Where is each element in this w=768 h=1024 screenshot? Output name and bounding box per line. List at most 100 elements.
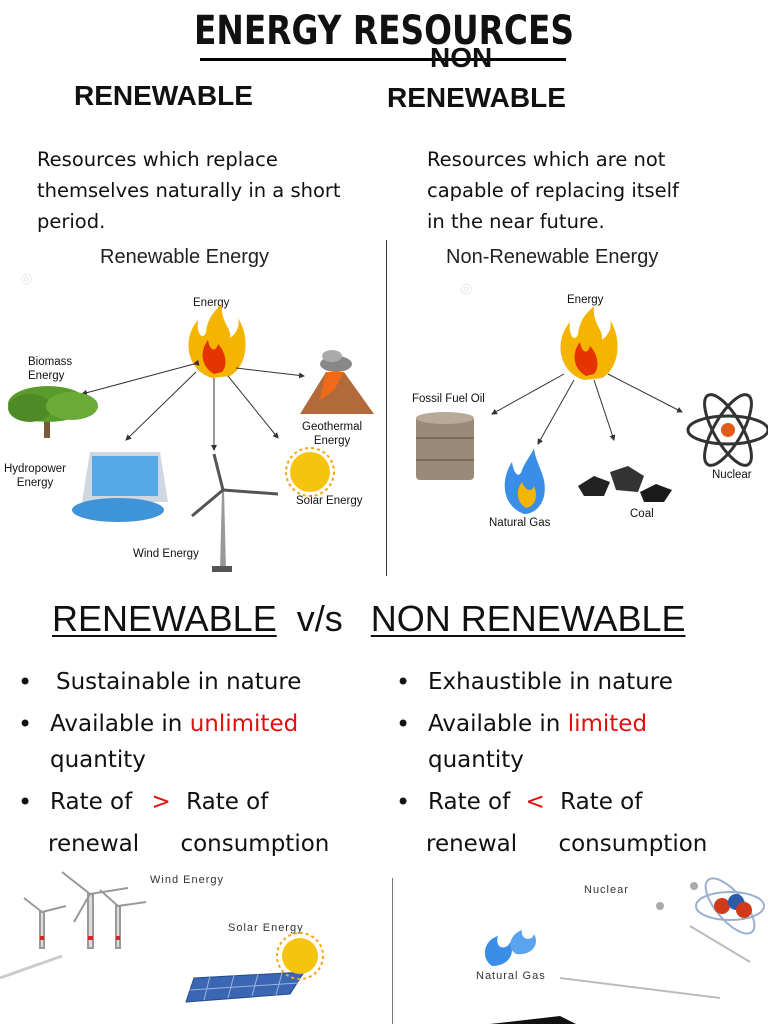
arrow bbox=[607, 373, 683, 413]
bullet-icon: • bbox=[18, 668, 33, 696]
arrow bbox=[491, 373, 565, 415]
label-line: Biomass bbox=[28, 356, 73, 368]
section-divider bbox=[386, 240, 387, 576]
sun-icon bbox=[276, 932, 324, 980]
renewable-points: • Sustainable in nature • Available in u… bbox=[18, 664, 378, 862]
list-item: • Rate of > Rate of bbox=[18, 784, 378, 820]
flame-icon bbox=[560, 306, 618, 380]
bottom-graphics bbox=[0, 871, 765, 1024]
bullet-icon: • bbox=[18, 710, 33, 738]
highlight-text: limited bbox=[567, 711, 648, 737]
arrow bbox=[227, 375, 279, 439]
point-text: Rate of bbox=[50, 789, 133, 815]
definition-line: period. bbox=[37, 210, 106, 233]
point-text: Rate of bbox=[428, 789, 511, 815]
wind-turbines-icon bbox=[23, 871, 147, 949]
list-item: renewal consumption bbox=[18, 826, 378, 862]
tree-icon bbox=[8, 386, 98, 438]
definition-line: in the near future. bbox=[427, 210, 605, 233]
geothermal-label: Geothermal Energy bbox=[302, 420, 362, 448]
comparison-symbol: > bbox=[151, 789, 171, 815]
compare-right: NON RENEWABLE bbox=[370, 598, 686, 639]
bullet-icon: • bbox=[396, 710, 411, 738]
natural-gas-bottom-label: Natural Gas bbox=[476, 970, 546, 982]
label-line: Energy bbox=[313, 435, 351, 447]
list-item: • Available in limited quantity bbox=[396, 706, 766, 778]
comparison-symbol: < bbox=[525, 789, 545, 815]
renewable-heading: RENEWABLE bbox=[74, 80, 253, 111]
natural-gas-label: Natural Gas bbox=[489, 517, 551, 529]
solar-label: Solar Energy bbox=[296, 495, 363, 507]
arrow bbox=[559, 977, 721, 999]
list-item: • Available in unlimited quantity bbox=[18, 706, 378, 778]
compare-vs: v/s bbox=[296, 598, 343, 639]
non-renewable-heading-top: NON bbox=[430, 42, 493, 73]
compare-left: RENEWABLE bbox=[52, 598, 277, 639]
point-text: Rate of bbox=[560, 789, 643, 815]
renewable-diagram-graphics bbox=[8, 304, 374, 572]
non-renewable-diagram-graphics bbox=[416, 306, 768, 514]
wind-label: Wind Energy bbox=[133, 548, 199, 560]
flame-icon bbox=[188, 304, 246, 378]
hydropower-label: Hydropower Energy bbox=[4, 462, 66, 490]
oil-barrel-icon bbox=[416, 412, 474, 480]
renewable-definition: Resources which replace themselves natur… bbox=[37, 144, 387, 237]
label-line: Geothermal bbox=[302, 421, 363, 433]
point-text: quantity bbox=[428, 747, 524, 773]
bullet-icon: • bbox=[18, 788, 33, 816]
point-text: consumption bbox=[558, 831, 708, 857]
list-item: • Sustainable in nature bbox=[18, 664, 378, 700]
fossil-fuel-label: Fossil Fuel Oil bbox=[412, 393, 485, 405]
wind-turbine-icon bbox=[191, 453, 279, 572]
non-renewable-definition: Resources which are not capable of repla… bbox=[427, 144, 757, 237]
label-line: Hydropower bbox=[4, 463, 66, 475]
dam-icon bbox=[72, 452, 168, 522]
point-text: consumption bbox=[180, 831, 330, 857]
highlight-text: unlimited bbox=[189, 711, 299, 737]
coal-icon bbox=[578, 466, 672, 502]
bullet-icon: • bbox=[396, 668, 411, 696]
coal-label: Coal bbox=[630, 508, 654, 520]
title-underline bbox=[200, 58, 566, 61]
point-text: renewal bbox=[48, 831, 140, 857]
arrow bbox=[537, 379, 575, 445]
non-renewable-points: • Exhaustible in nature • Available in l… bbox=[396, 664, 766, 862]
label-line: Energy bbox=[16, 477, 54, 489]
definition-line: Resources which replace bbox=[37, 148, 278, 171]
wind-energy-label: Wind Energy bbox=[150, 874, 224, 886]
arrow bbox=[125, 371, 197, 441]
list-item: renewal consumption bbox=[396, 826, 766, 862]
point-text: Exhaustible in nature bbox=[428, 669, 673, 695]
compare-heading: RENEWABLE v/s NON RENEWABLE bbox=[52, 598, 685, 640]
non-renewable-diagram-title: Non-Renewable Energy bbox=[446, 246, 659, 268]
arrow bbox=[0, 954, 63, 980]
gas-flame-icon bbox=[484, 930, 536, 966]
section-divider bbox=[392, 878, 393, 1024]
energy-label: Energy bbox=[567, 294, 604, 306]
arrow bbox=[593, 379, 616, 441]
non-renewable-heading: RENEWABLE bbox=[387, 82, 566, 113]
point-text: renewal bbox=[426, 831, 518, 857]
list-item: • Exhaustible in nature bbox=[396, 664, 766, 700]
point-text: Available in bbox=[428, 711, 568, 737]
atom-icon bbox=[686, 393, 768, 467]
solar-panel-icon bbox=[185, 971, 305, 1003]
definition-line: capable of replacing itself bbox=[427, 179, 679, 202]
gas-flame-icon bbox=[504, 448, 545, 514]
point-text: Available in bbox=[50, 711, 190, 737]
label-line: Energy bbox=[28, 370, 65, 382]
biomass-label: Biomass Energy bbox=[28, 355, 72, 383]
point-text: Rate of bbox=[186, 789, 269, 815]
point-text: quantity bbox=[50, 747, 146, 773]
atom-icon bbox=[656, 877, 765, 935]
partial-graphic bbox=[490, 1016, 576, 1024]
point-text: Sustainable in nature bbox=[56, 669, 302, 695]
bullet-icon: • bbox=[396, 788, 411, 816]
volcano-icon bbox=[300, 350, 374, 414]
nuclear-bottom-label: Nuclear bbox=[584, 884, 629, 896]
page-title: ENERGY RESOURCES bbox=[193, 8, 575, 54]
solar-energy-label: Solar Energy bbox=[228, 922, 304, 934]
arrow bbox=[235, 367, 305, 379]
arrow bbox=[81, 359, 200, 396]
definition-line: themselves naturally in a short bbox=[37, 179, 341, 202]
